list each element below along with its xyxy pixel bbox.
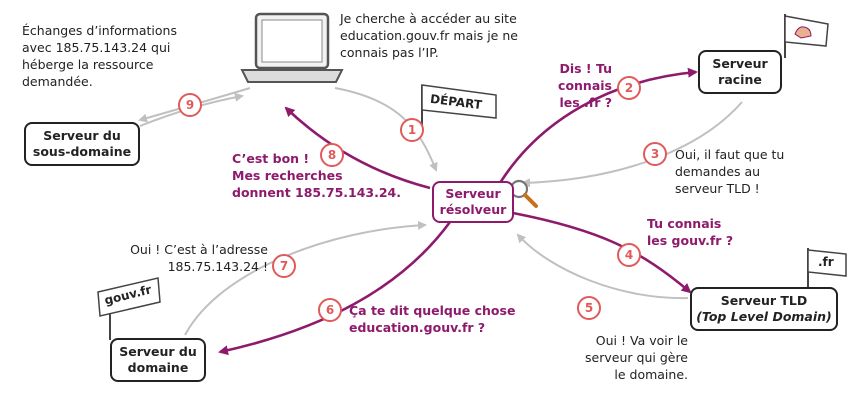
question-domain-text: Ça te dit quelque chose education.gouv.f…	[349, 303, 516, 335]
flag-root-pole	[784, 14, 829, 58]
arrow-step-8	[284, 106, 431, 190]
question-tld-text: Tu connais les gouv.fr ?	[647, 216, 734, 248]
arrow-step-2	[498, 67, 698, 184]
step-4-badge: 4	[617, 243, 641, 267]
subdomain-label-1: Serveur du	[43, 128, 121, 143]
result-text: C’est bon ! Mes recherches donnent 185.7…	[232, 151, 402, 200]
tld-server-node: Serveur TLD (Top Level Domain)	[690, 287, 838, 331]
arrow-step-6	[218, 221, 452, 356]
arrow-step-1	[334, 87, 438, 172]
tld-label-2: (Top Level Domain)	[696, 309, 832, 324]
question-root-text: Dis ! Tu connais les .fr ?	[558, 61, 612, 110]
domain-label-2: domaine	[127, 360, 189, 375]
flag-fr-pole	[807, 248, 847, 292]
arrow-step-4	[512, 211, 692, 294]
step-5-badge: 5	[577, 296, 601, 320]
subdomain-server-node: Serveur du sous-domaine	[24, 122, 140, 166]
root-label-1: Serveur	[712, 56, 768, 71]
subdomain-label-2: sous-domaine	[32, 144, 132, 159]
resolver-label-1: Serveur	[445, 186, 501, 201]
resolver-label-2: résolveur	[439, 202, 507, 217]
step-7-badge: 7	[272, 254, 296, 278]
answer-root-text: Oui, il faut que tu demandes au serveur …	[675, 147, 785, 196]
step-9-badge: 9	[178, 93, 202, 117]
step-6-badge: 6	[318, 298, 342, 322]
step-1-badge: 1	[400, 118, 424, 142]
answer-tld-text: Oui ! Va voir le serveur qui gère le dom…	[585, 333, 688, 382]
flexed-arm-icon	[794, 26, 812, 39]
laptop-icon	[240, 12, 344, 83]
magnifier-icon	[509, 179, 538, 208]
laptop-query-text: Je cherche à accéder au site education.g…	[340, 11, 518, 60]
flag-fr-label: .fr	[818, 255, 834, 269]
arrow-step-5	[516, 233, 689, 300]
tld-label-1: Serveur TLD	[720, 293, 808, 308]
flag-gouv-pole	[97, 277, 161, 340]
resolver-node: Serveur résolveur	[432, 181, 514, 223]
answer-domain-text: Oui ! C’est à l’adresse 185.75.143.24 !	[130, 242, 268, 274]
root-server-node: Serveur racine	[698, 50, 782, 94]
domain-label-1: Serveur du	[119, 344, 197, 359]
step-2-badge: 2	[617, 76, 641, 100]
step-3-badge: 3	[643, 142, 667, 166]
step-8-badge: 8	[320, 143, 344, 167]
flag-depart-pole	[421, 84, 497, 125]
root-label-2: racine	[718, 72, 762, 87]
domain-server-node: Serveur du domaine	[110, 338, 206, 382]
exchange-text: Échanges d’informations avec 185.75.143.…	[22, 23, 177, 89]
